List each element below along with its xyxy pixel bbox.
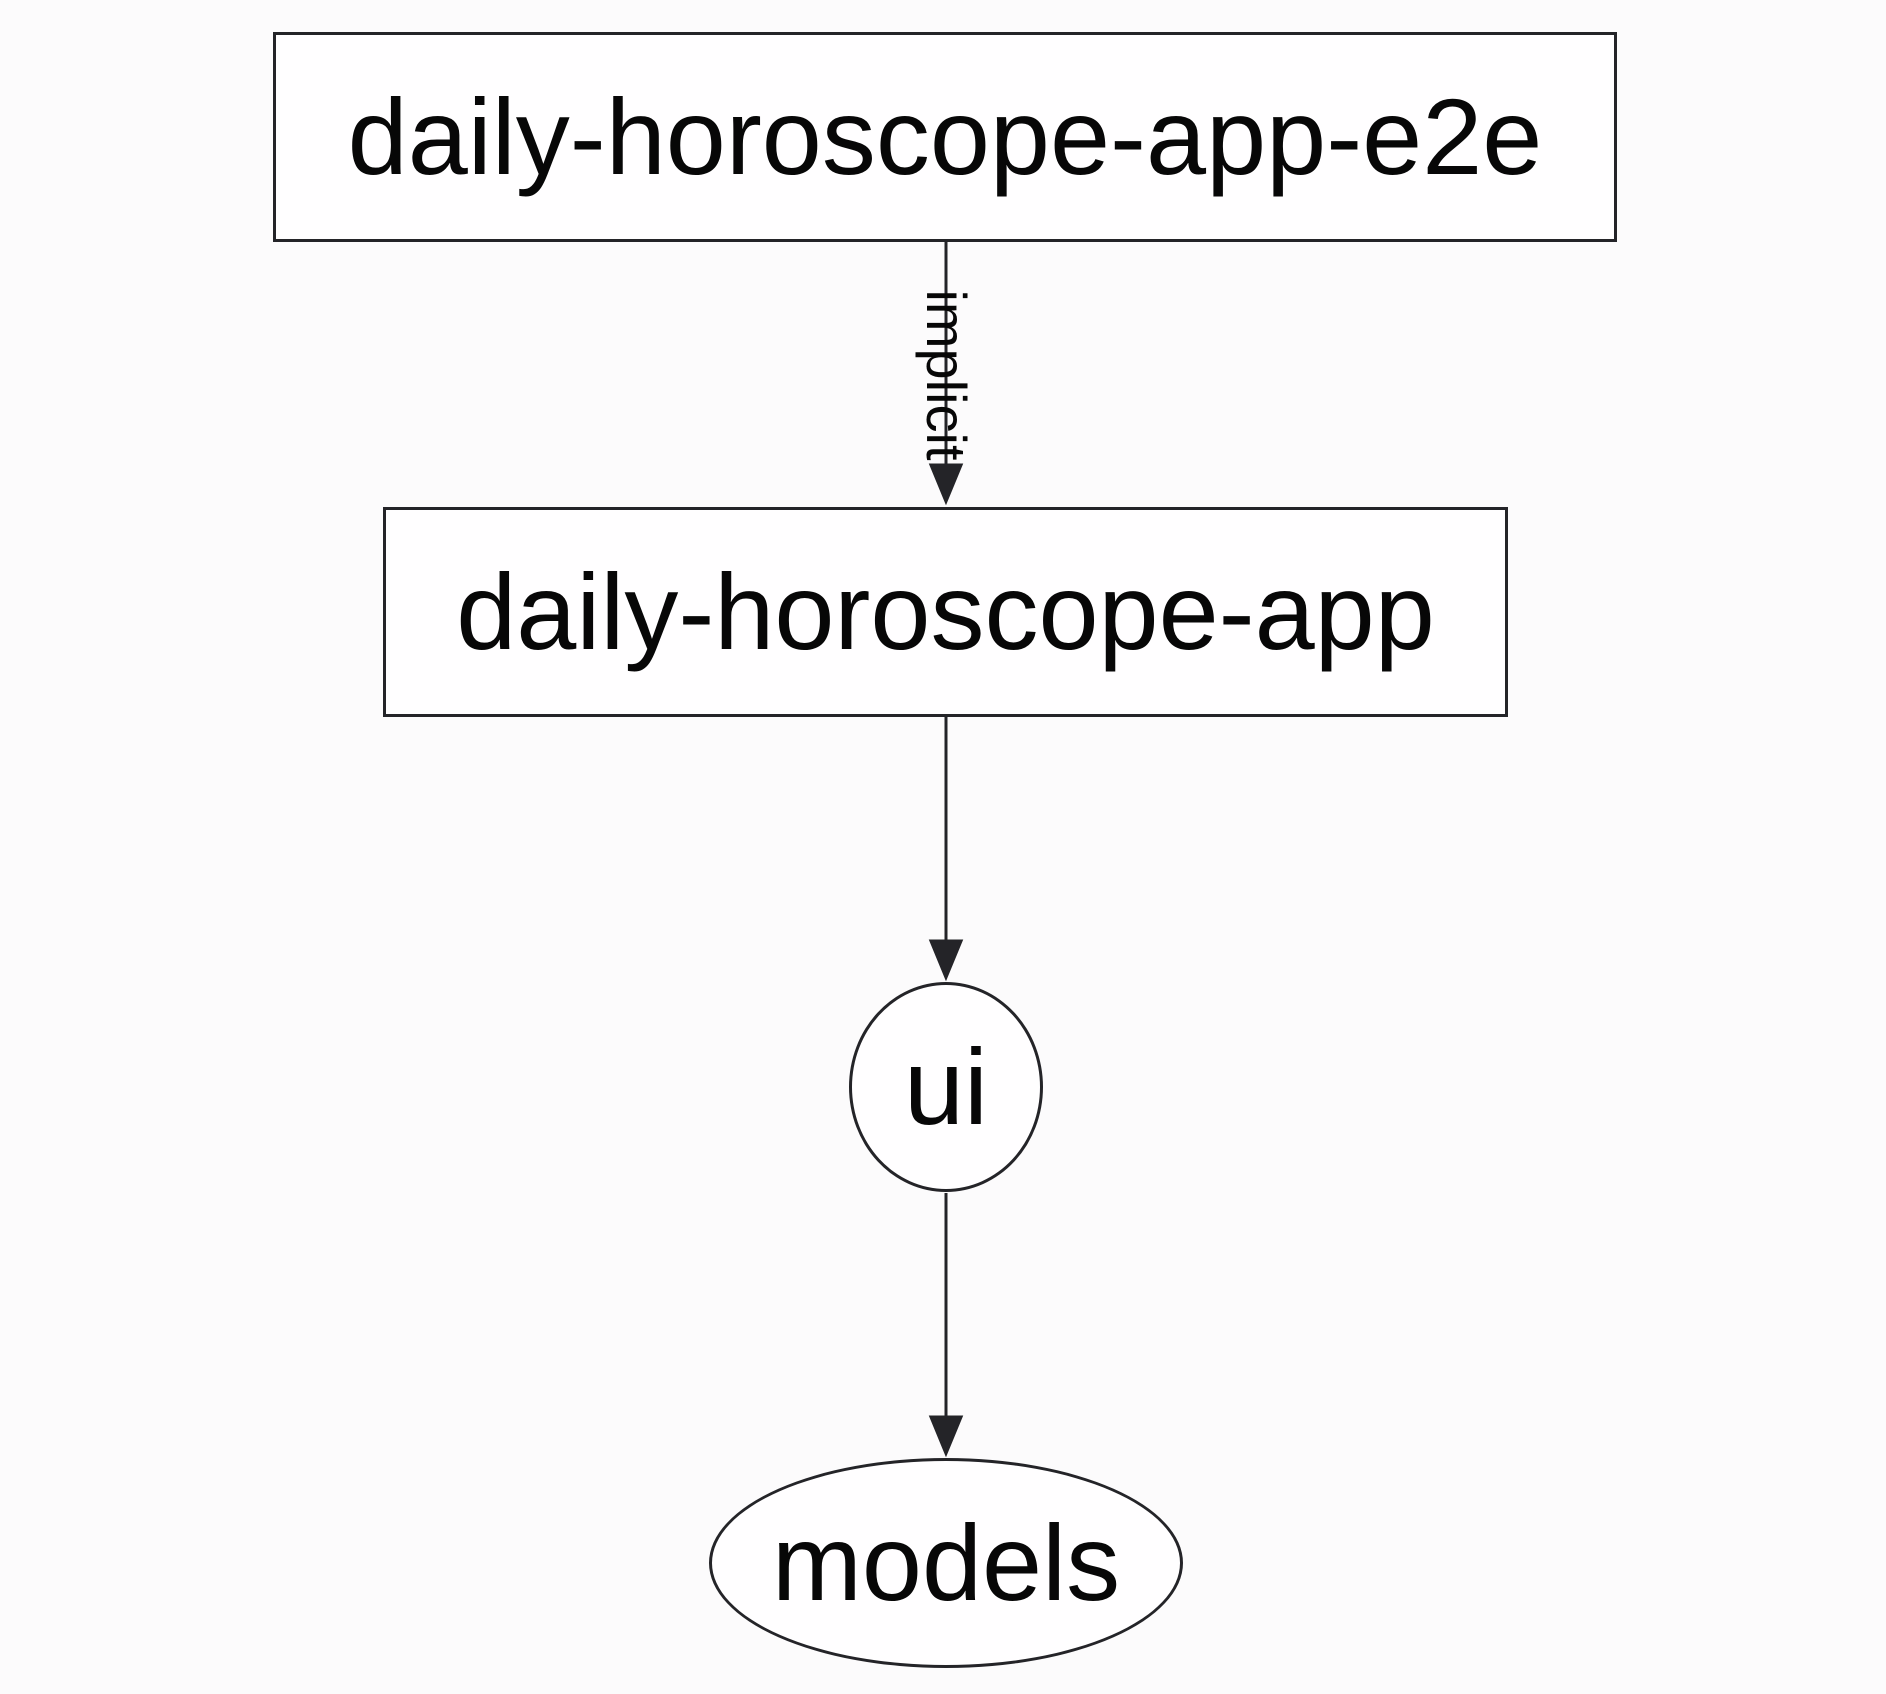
node-models[interactable]: models [709,1458,1183,1668]
edge-ui-to-models [928,1193,964,1458]
node-daily-horoscope-app[interactable]: daily-horoscope-app [383,507,1508,717]
node-label: daily-horoscope-app-e2e [347,76,1543,197]
edge-e2e-to-app [928,242,964,506]
node-label: daily-horoscope-app [456,551,1435,672]
node-ui[interactable]: ui [849,982,1043,1192]
edge-label-implicit: implicit [915,289,978,461]
node-label: ui [903,1026,989,1147]
arrowhead-icon [928,463,964,506]
arrowhead-icon [928,1415,964,1458]
arrowhead-icon [928,939,964,982]
node-daily-horoscope-app-e2e[interactable]: daily-horoscope-app-e2e [273,32,1617,242]
node-label: models [771,1502,1121,1623]
edge-app-to-ui [928,717,964,982]
